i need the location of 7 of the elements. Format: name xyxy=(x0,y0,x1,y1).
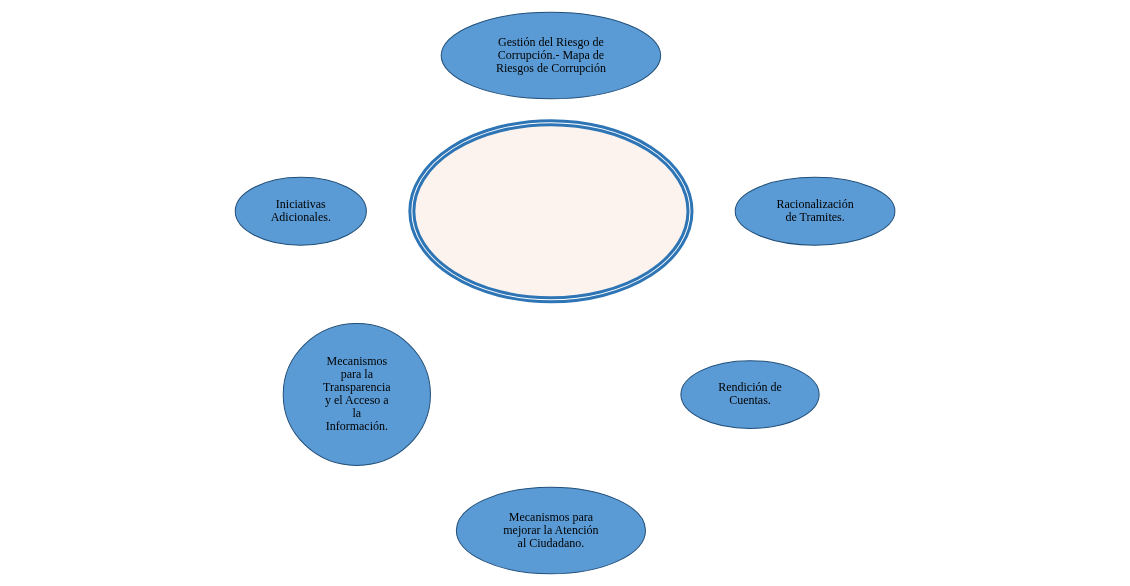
node-ellipse xyxy=(408,119,694,304)
node-circle: Mecanismos para la Transparencia y el Acceso a la Información. xyxy=(282,323,431,466)
node-ellipse: Rendición de Cuentas. xyxy=(680,360,820,429)
node-ellipse: Racionalización de Tramites. xyxy=(734,176,896,246)
node-ellipse: Mecanismos para mejorar la Atención al Ciudadano. xyxy=(455,486,646,575)
node-ellipse: Gestión del Riesgo de Corrupción.- Mapa de Riesgos de Corrupción xyxy=(440,11,662,100)
node-ellipse: Iniciativas Adicionales. xyxy=(234,176,367,246)
